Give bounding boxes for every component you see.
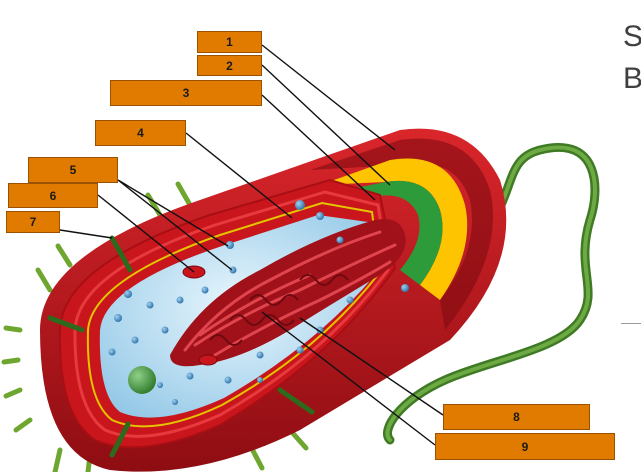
title-text-line-1: S <box>623 20 641 53</box>
plasmid <box>182 265 218 366</box>
label-7: 7 <box>6 211 60 233</box>
label-2-text: 2 <box>226 58 233 73</box>
label-4: 4 <box>95 120 186 146</box>
nucleoid <box>170 219 406 367</box>
label-6-text: 6 <box>49 188 57 203</box>
label-9: 9 <box>435 433 615 460</box>
title-text-line-2: B <box>623 62 641 95</box>
ribosomes <box>108 200 409 405</box>
leader-lines <box>59 44 444 446</box>
label-3-text: 3 <box>182 86 190 100</box>
label-7-text: 7 <box>29 215 37 229</box>
label-3: 3 <box>110 80 262 106</box>
label-9-text: 9 <box>521 439 529 454</box>
label-4-text: 4 <box>137 126 144 140</box>
label-5-text: 5 <box>69 163 77 177</box>
label-8-text: 8 <box>513 410 520 424</box>
label-2: 2 <box>197 55 262 76</box>
label-1-text: 1 <box>226 35 233 49</box>
label-8: 8 <box>443 404 590 430</box>
label-1: 1 <box>197 31 262 53</box>
plasma-membrane <box>322 180 443 285</box>
inclusion-body <box>128 366 156 394</box>
label-6: 6 <box>8 183 98 208</box>
divider-line <box>621 323 641 324</box>
label-5: 5 <box>28 157 118 183</box>
